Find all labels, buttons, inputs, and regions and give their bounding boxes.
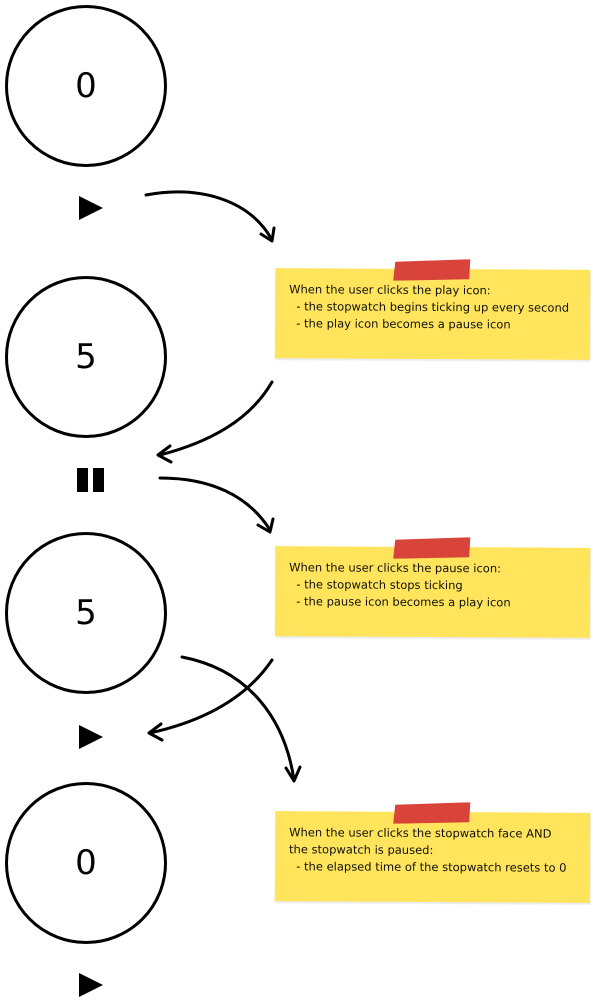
- stopwatch-face-3[interactable]: 5: [5, 532, 167, 694]
- note-bullet: - the stopwatch stops ticking: [289, 577, 463, 593]
- sticky-note-play: When the user clicks the play icon: - th…: [274, 259, 591, 360]
- note-bullet: - the stopwatch begins ticking up every …: [289, 299, 570, 315]
- play-icon: [79, 725, 103, 749]
- stopwatch-elapsed-time: 0: [75, 66, 97, 106]
- pause-button[interactable]: [76, 465, 106, 495]
- play-icon: [79, 973, 103, 997]
- play-button[interactable]: [76, 722, 106, 752]
- note-bullet: - the play icon becomes a pause icon: [288, 316, 511, 332]
- play-icon: [79, 196, 103, 220]
- tape-icon: [393, 259, 471, 281]
- arrow-play-to-note-1: [144, 190, 276, 243]
- arrow-note-1-to-pause: [156, 380, 274, 464]
- tape-icon: [393, 802, 471, 824]
- stopwatch-face-4[interactable]: 0: [5, 782, 167, 944]
- stopwatch-face-1[interactable]: 0: [5, 5, 167, 167]
- note-heading: When the user clicks the stopwatch face …: [289, 825, 552, 841]
- arrow-note-2-to-play: [147, 658, 274, 742]
- note-heading: When the user clicks the play icon:: [289, 282, 491, 298]
- arrow-pause-to-note-2: [158, 476, 275, 534]
- play-button[interactable]: [76, 193, 106, 223]
- note-heading: When the user clicks the pause icon:: [289, 560, 502, 576]
- stopwatch-elapsed-time: 5: [75, 337, 97, 377]
- note-bullet: - the elapsed time of the stopwatch rese…: [288, 859, 567, 875]
- note-bullet: - the pause icon becomes a play icon: [288, 594, 511, 610]
- stopwatch-face-2[interactable]: 5: [5, 276, 167, 438]
- note-heading: the stopwatch is paused:: [289, 842, 434, 858]
- pause-icon: [77, 468, 104, 492]
- arrow-face-to-note-3: [180, 655, 302, 783]
- play-button[interactable]: [76, 970, 106, 1000]
- sticky-note-pause: When the user clicks the pause icon: - t…: [274, 537, 591, 638]
- stopwatch-elapsed-time: 5: [75, 593, 97, 633]
- tape-icon: [393, 537, 471, 559]
- sticky-note-reset: When the user clicks the stopwatch face …: [274, 802, 591, 903]
- stopwatch-elapsed-time: 0: [75, 843, 97, 883]
